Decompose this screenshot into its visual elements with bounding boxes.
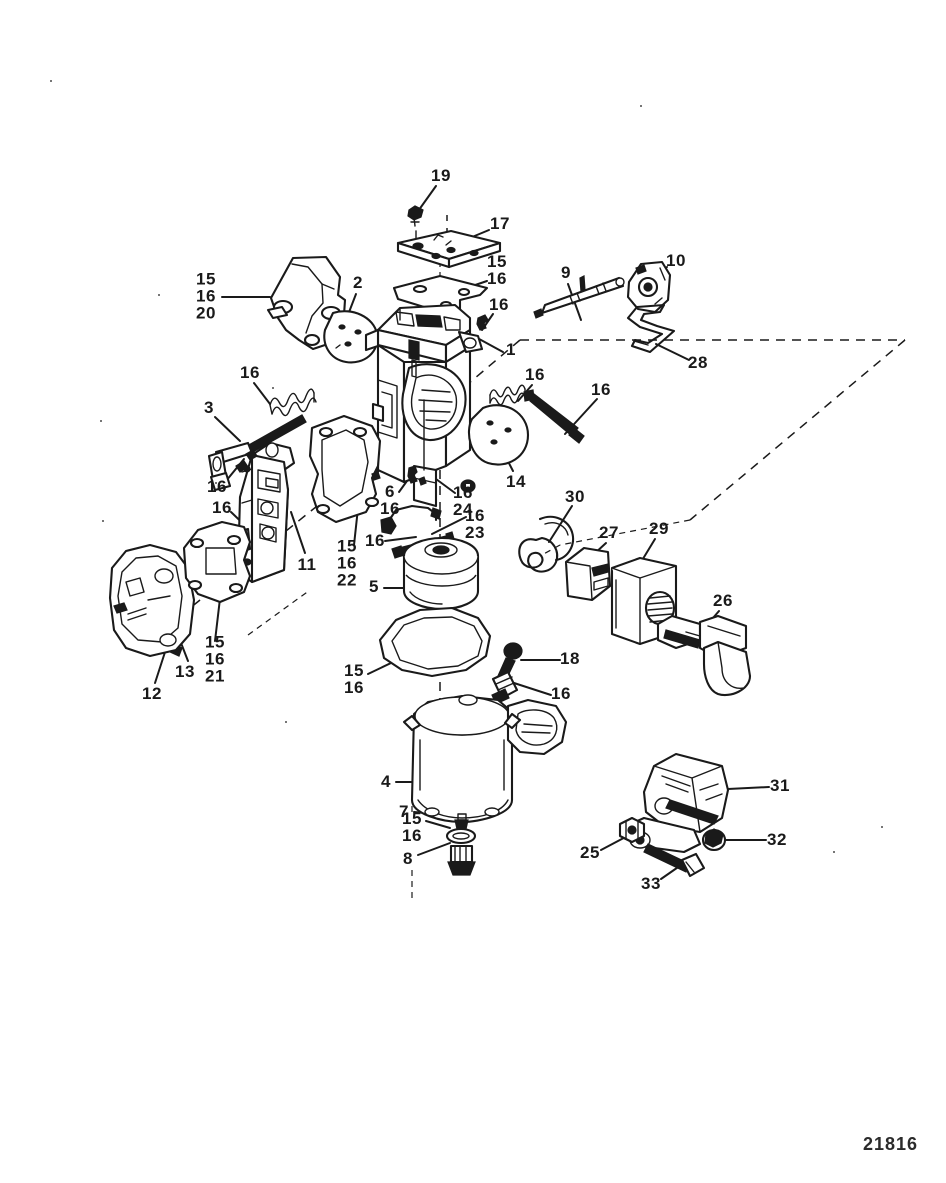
part-16-fitting-left — [371, 471, 381, 481]
part-33-mounting-bolt — [643, 843, 706, 878]
part-8-bowl-drain-plug — [447, 844, 476, 876]
part-32-cap-plug — [701, 828, 727, 852]
part-25-nut — [618, 816, 646, 844]
scan-speck — [833, 851, 835, 853]
part-22-gasket — [308, 414, 382, 524]
callout-6-16: 6 16 — [380, 482, 400, 518]
part-21-gasket-plate — [182, 520, 252, 604]
callout-28: 28 — [688, 353, 708, 372]
part-1-carburetor-body — [362, 303, 484, 508]
part-15-o-ring — [445, 827, 477, 845]
callout-25: 25 — [580, 843, 600, 862]
part-14-round-plate-disc — [467, 404, 530, 466]
callout-29: 29 — [649, 519, 669, 538]
part-15-bowl-gasket — [378, 606, 492, 678]
callout-18: 18 — [560, 649, 580, 668]
callout-16: 16 — [525, 365, 545, 384]
part-24-bent-bracket — [380, 504, 442, 535]
callout-27: 27 — [599, 523, 619, 542]
part-6-small-clip — [407, 465, 427, 486]
callout-16: 16 — [365, 531, 385, 550]
callout-10: 10 — [666, 251, 686, 270]
scan-speck — [50, 80, 52, 82]
part-28-linkage-wire-rod — [626, 303, 676, 354]
part-31-bracket-housing — [622, 752, 730, 854]
callout-15-16: 15 16 — [344, 661, 364, 697]
part-5-float — [402, 536, 480, 611]
part-2-circular-cover-plate — [323, 310, 379, 364]
part-11-fuel-pump-body — [220, 441, 296, 584]
callout-26: 26 — [713, 591, 733, 610]
callout-16: 16 — [207, 477, 227, 496]
callout-4: 4 — [381, 772, 391, 791]
part-26-choke-knob-rod — [656, 614, 752, 696]
scan-speck — [102, 520, 104, 522]
scan-speck — [285, 721, 287, 723]
part-15-gasket-upper — [392, 274, 489, 321]
part-3-throttle-link-rod — [207, 414, 307, 492]
callout-12: 12 — [142, 684, 162, 703]
callout-9: 9 — [561, 263, 571, 282]
callout-31: 31 — [770, 776, 790, 795]
callout-15-16-20: 15 16 20 — [196, 269, 216, 323]
part-16-clip-small — [460, 479, 476, 493]
part-16-clip-upper — [476, 314, 489, 331]
part-18-main-jet-screw — [491, 642, 523, 705]
callout-3: 3 — [204, 398, 214, 417]
part-9-throttle-shaft — [533, 275, 625, 319]
callout-16-23: 16 23 — [465, 506, 485, 542]
part-4-float-bowl — [402, 694, 568, 824]
part-17-pump-valve-plate — [396, 229, 502, 269]
part-30-retainer-clip — [518, 515, 575, 573]
part-10-cam-follower-bracket — [626, 260, 672, 314]
part-16-left-spring — [269, 388, 317, 417]
drawing-number: 21816 — [862, 1134, 918, 1154]
callout-13: 13 — [175, 662, 195, 681]
callout-7: 7 — [399, 802, 409, 821]
callout-30: 30 — [565, 487, 585, 506]
callout-1: 1 — [506, 340, 516, 359]
callout-19: 19 — [431, 166, 451, 185]
part-16-clip-pump — [245, 449, 258, 461]
callout-8: 8 — [403, 849, 413, 868]
callout-16: 16 — [240, 363, 260, 382]
callout-16: 16 — [591, 380, 611, 399]
part-13-pump-cover — [108, 543, 196, 658]
callout-16: 16 — [489, 295, 509, 314]
scan-speck — [272, 387, 274, 389]
scan-speck — [881, 826, 883, 828]
callout-11: 11 — [297, 555, 317, 574]
callout-15-16-21: 15 16 21 — [205, 632, 225, 686]
callout-32: 32 — [767, 830, 787, 849]
callout-15-16: 15 16 — [487, 252, 507, 288]
scan-speck — [100, 420, 102, 422]
callout-16: 16 — [551, 684, 571, 703]
callout-17: 17 — [490, 214, 510, 233]
scan-speck — [158, 294, 160, 296]
callout-33: 33 — [641, 874, 661, 893]
part-16-right-spring-needle — [489, 384, 585, 444]
callout-5: 5 — [369, 577, 379, 596]
part-19-retaining-screw — [407, 205, 424, 227]
callout-15-16: 15 16 — [402, 809, 422, 845]
callout-15-16-22: 15 16 22 — [337, 536, 357, 590]
scan-speck — [640, 105, 642, 107]
part-27-bushing — [564, 546, 612, 602]
scan-speck — [215, 482, 217, 484]
callout-14: 14 — [506, 472, 526, 491]
callout-16-24: 16 24 — [453, 483, 473, 519]
callout-2: 2 — [353, 273, 363, 292]
callout-16: 16 — [212, 498, 232, 517]
